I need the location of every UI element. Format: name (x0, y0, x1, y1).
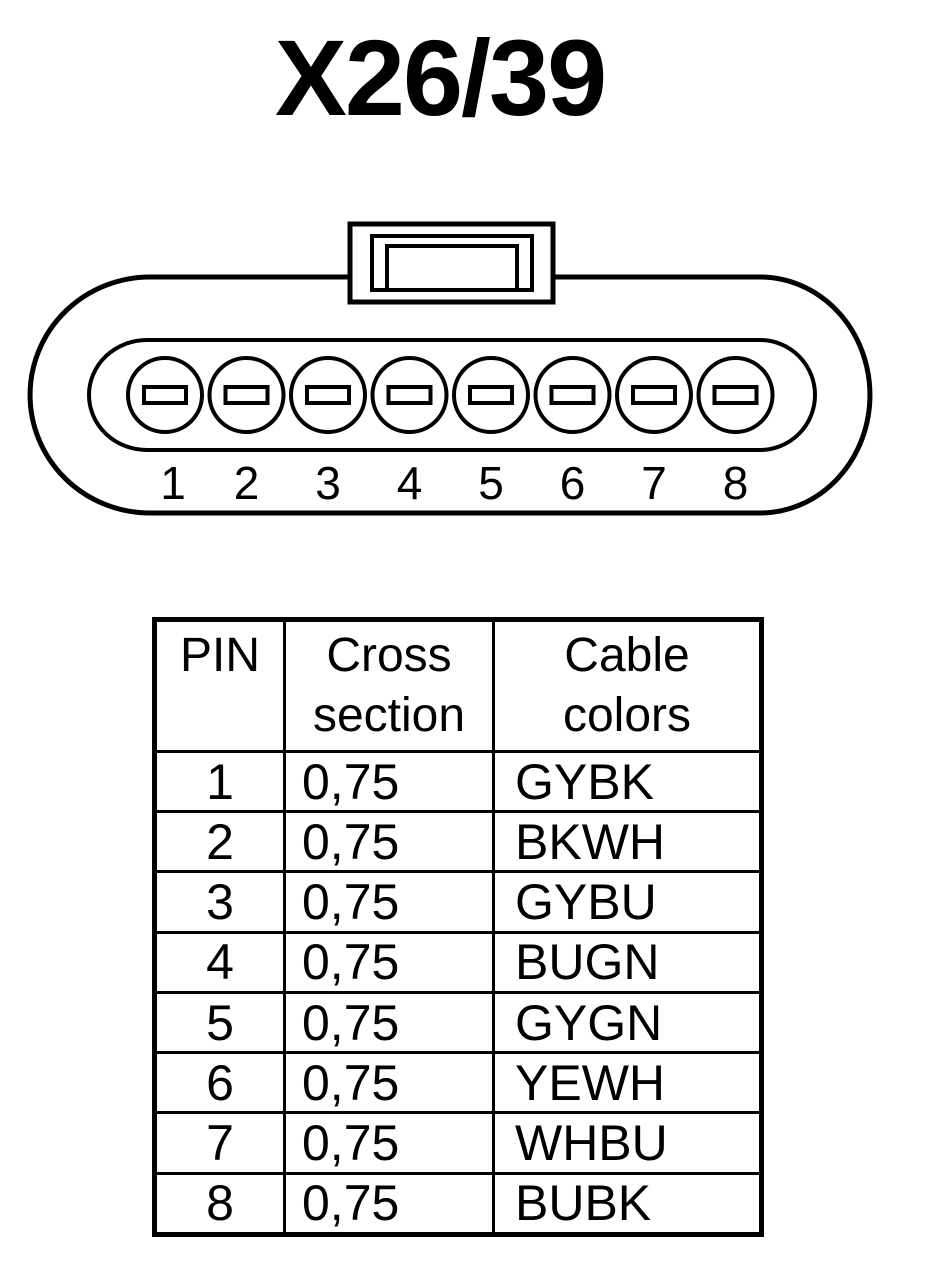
contact-socket (126, 356, 204, 434)
connector-title: X26/39 (274, 17, 607, 138)
contact-socket (452, 356, 530, 434)
pin-number-label: 2 (234, 457, 260, 509)
cross-section-cell: 0,75 (283, 810, 495, 874)
cross-section-cell: 0,75 (283, 870, 495, 934)
cross-section-cell: 0,75 (283, 990, 495, 1055)
cross-section-cell: 0,75 (283, 1051, 495, 1115)
header-pin: PIN (153, 618, 286, 753)
pin-cell: 7 (153, 1111, 286, 1175)
table-header-row: PIN Cross section Cable colors (153, 618, 763, 753)
header-cable-colors: Cable colors (492, 618, 763, 753)
contact-socket (370, 356, 449, 434)
pin-cell: 8 (153, 1171, 286, 1237)
cable-color-cell: BKWH (492, 810, 763, 874)
pin-cell: 4 (153, 930, 286, 994)
pin-number-label: 8 (723, 457, 749, 509)
contact-socket (696, 356, 775, 434)
cross-section-cell: 0,75 (283, 749, 495, 814)
pin-cell: 1 (153, 749, 286, 814)
pin-number-label: 5 (478, 457, 504, 509)
cable-color-cell: GYGN (492, 990, 763, 1055)
cross-section-cell: 0,75 (283, 930, 495, 994)
pin-number-label: 7 (641, 457, 667, 509)
contact-socket (533, 356, 612, 434)
cable-color-cell: GYBU (492, 870, 763, 934)
cable-color-cell: WHBU (492, 1111, 763, 1175)
pin-number-label: 6 (560, 457, 586, 509)
pin-cell: 2 (153, 810, 286, 874)
pin-number-label: 3 (315, 457, 341, 509)
pin-number-label: 4 (397, 457, 423, 509)
pin-cell: 3 (153, 870, 286, 934)
latch-tab (347, 221, 556, 305)
contact-socket (615, 356, 693, 434)
cross-section-cell: 0,75 (283, 1171, 495, 1237)
cross-section-cell: 0,75 (283, 1111, 495, 1175)
cable-color-cell: GYBK (492, 749, 763, 814)
pin-cell: 5 (153, 990, 286, 1055)
contact-socket (289, 356, 367, 434)
cable-color-cell: BUBK (492, 1171, 763, 1237)
header-cross-section: Cross section (283, 618, 495, 753)
contact-socket (207, 356, 286, 434)
pin-number-label: 1 (160, 457, 186, 509)
cable-color-cell: BUGN (492, 930, 763, 994)
pin-cell: 6 (153, 1051, 286, 1115)
cable-color-cell: YEWH (492, 1051, 763, 1115)
